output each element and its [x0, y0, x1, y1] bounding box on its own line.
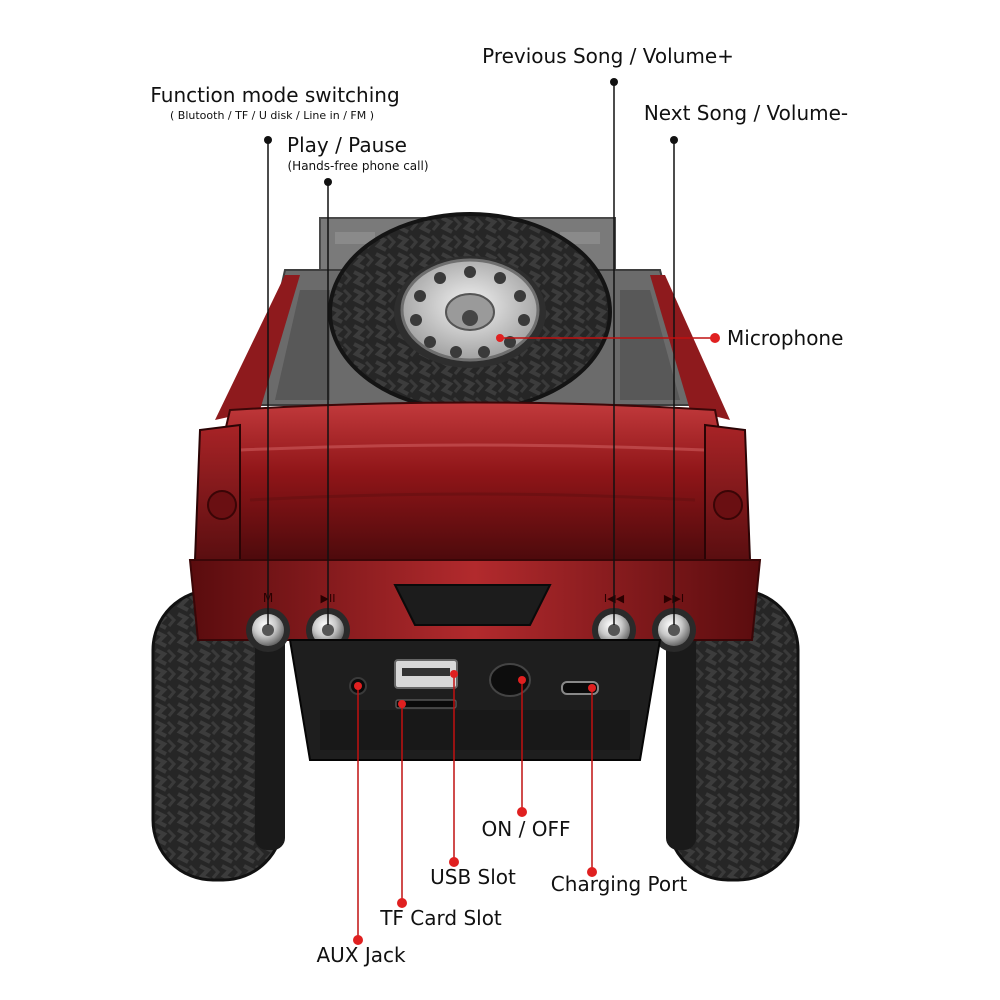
- on-off-label: ON / OFF: [481, 817, 571, 841]
- dot-next-song: [670, 136, 678, 144]
- left-bed-side: [215, 275, 300, 420]
- tf-card-slot-label: TF Card Slot: [380, 906, 502, 930]
- mode-button[interactable]: [246, 608, 290, 652]
- left-tail-light: [193, 423, 241, 561]
- spare-tire: [328, 212, 612, 412]
- dot-usb-start: [450, 670, 458, 678]
- dot-function-mode: [264, 136, 272, 144]
- right-wheel: [666, 588, 800, 882]
- callout-dots: [264, 78, 720, 945]
- charging-port-label: Charging Port: [550, 872, 688, 896]
- usb-slot-label: USB Slot: [430, 865, 516, 889]
- previous-song-label: Previous Song / Volume+: [482, 44, 734, 68]
- tailgate: [193, 401, 747, 561]
- dot-charging: [587, 867, 597, 877]
- dot-tf-start: [398, 700, 406, 708]
- function-mode-label: Function mode switching: [150, 83, 400, 107]
- dot-play-pause: [324, 178, 332, 186]
- dot-on-off-start: [518, 676, 526, 684]
- usb-slot-port[interactable]: [394, 659, 458, 689]
- play-pause-detail: (Hands-free phone call): [287, 159, 429, 173]
- tf-card-slot-port[interactable]: [395, 699, 457, 709]
- port-panel: [288, 639, 662, 761]
- dot-microphone-start: [496, 334, 504, 342]
- right-bed-side: [650, 275, 730, 420]
- on-off-switch[interactable]: [489, 663, 531, 697]
- charging-port[interactable]: [561, 681, 599, 695]
- rim-holes: [410, 266, 530, 358]
- dot-microphone: [710, 333, 720, 343]
- dot-charging-start: [588, 684, 596, 692]
- play-pause-label: Play / Pause: [287, 133, 407, 157]
- dot-usb: [449, 857, 459, 867]
- callout-lines: [267, 82, 715, 940]
- function-mode-detail: ( Blutooth / TF / U disk / Line in / FM …: [169, 109, 375, 122]
- right-tail-light: [704, 423, 752, 561]
- dot-tf-card: [397, 898, 407, 908]
- left-wheel: [151, 588, 285, 882]
- dot-aux-start: [354, 682, 362, 690]
- aux-jack-label: AUX Jack: [316, 943, 406, 967]
- dot-previous-song: [610, 78, 618, 86]
- microphone-label: Microphone: [727, 326, 844, 350]
- next-button[interactable]: [652, 608, 696, 652]
- dot-on-off: [517, 807, 527, 817]
- dot-aux-jack: [353, 935, 363, 945]
- next-song-label: Next Song / Volume-: [643, 101, 849, 125]
